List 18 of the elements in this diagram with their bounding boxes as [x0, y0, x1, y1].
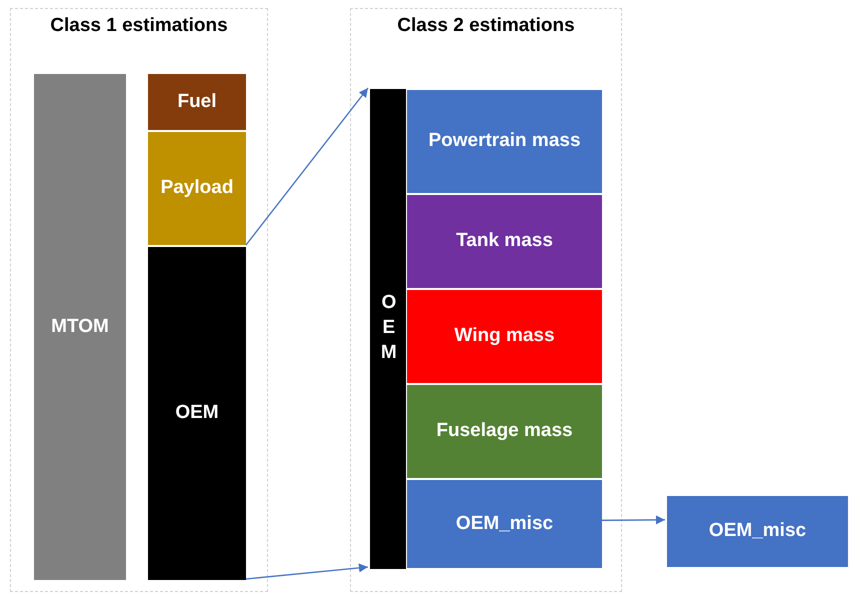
mass-block: Fuel: [147, 73, 247, 131]
group-frame: [10, 8, 268, 592]
mass-block: Payload: [147, 131, 247, 246]
mass-block: OEM_misc: [406, 479, 603, 569]
vertical-bar: OEM: [370, 89, 406, 569]
group-title: Class 2 estimations: [396, 15, 576, 37]
mass-block: Fuselage mass: [406, 384, 603, 479]
mass-block: Tank mass: [406, 194, 603, 289]
mass-block: Powertrain mass: [406, 89, 603, 194]
mass-block: Wing mass: [406, 289, 603, 384]
arrow: [246, 563, 368, 580]
mass-bar: MTOM: [33, 73, 127, 581]
arrow: [245, 88, 369, 246]
arrow: [602, 515, 665, 524]
group-frame: [350, 8, 622, 592]
mass-block: OEM: [147, 246, 247, 581]
mass-block: OEM_misc: [666, 495, 849, 568]
group-title: Class 1 estimations: [49, 15, 229, 37]
